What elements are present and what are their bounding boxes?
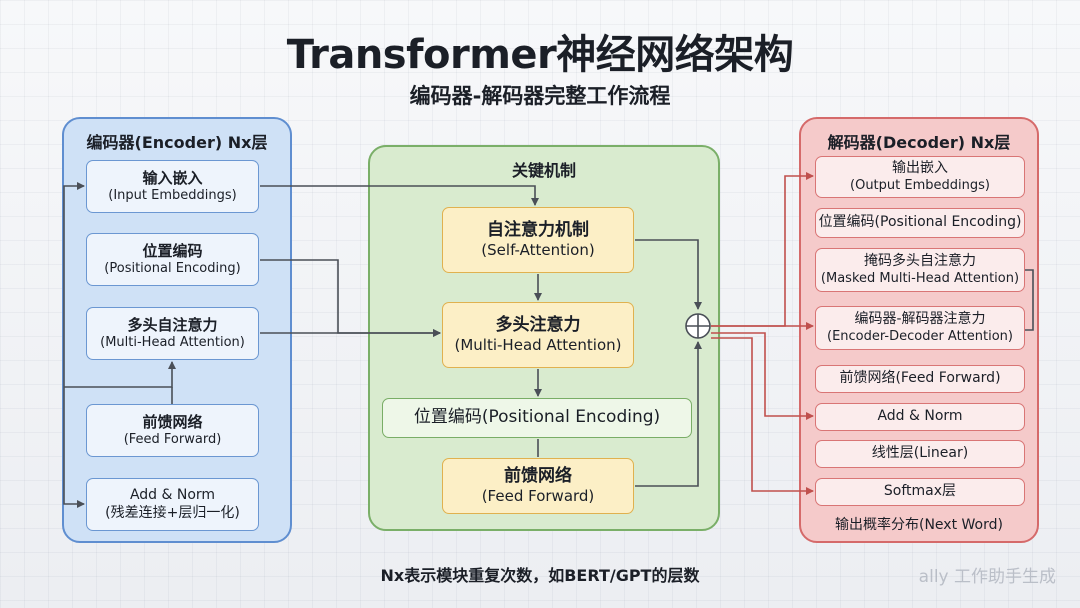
- page-title: Transformer神经网络架构: [286, 32, 794, 78]
- decoder-feed-forward[interactable]: 前馈网络(Feed Forward): [815, 365, 1025, 393]
- decoder-linear-label: 线性层(Linear): [871, 445, 969, 462]
- key-positional-encoding-label: 位置编码(Positional Encoding): [413, 407, 661, 428]
- self-to-sum-line: [635, 239, 702, 310]
- input-to-self-attention: [260, 185, 539, 206]
- encoder-feed-forward-sub: (Feed Forward): [123, 431, 222, 447]
- sum-to-output-embeddings: [711, 172, 814, 327]
- decoder-enc-dec-attention-label: 编码器-解码器注意力: [854, 311, 986, 328]
- decoder-positional-encoding[interactable]: 位置编码(Positional Encoding): [815, 208, 1025, 238]
- key-feed-forward-label: 前馈网络: [504, 466, 572, 486]
- decoder-output-embeddings-label: 输出嵌入: [892, 160, 948, 177]
- sum-to-softmax: [711, 337, 814, 495]
- decoder-add-norm-label: Add & Norm: [877, 408, 963, 425]
- encoder-input-embeddings-label: 输入嵌入: [142, 169, 203, 187]
- encoder-title: 编码器(Encoder) Nx层: [86, 133, 268, 152]
- sum-to-add-norm: [711, 332, 814, 420]
- decoder-add-norm[interactable]: Add & Norm: [815, 403, 1025, 431]
- encoder-multi-head-attention-label: 多头自注意力: [127, 316, 218, 334]
- key-self-attention[interactable]: 自注意力机制 (Self-Attention): [442, 207, 634, 273]
- decoder-output-distribution: 输出概率分布(Next Word): [835, 517, 1003, 533]
- encoder-feed-forward[interactable]: 前馈网络 (Feed Forward): [86, 404, 259, 457]
- decoder-positional-encoding-label: 位置编码(Positional Encoding): [818, 214, 1022, 231]
- key-multi-head-attention-sub: (Multi-Head Attention): [454, 336, 622, 355]
- encoder-input-embeddings[interactable]: 输入嵌入 (Input Embeddings): [86, 160, 259, 213]
- ff-to-sum-line: [635, 341, 702, 487]
- encoder-multi-head-attention[interactable]: 多头自注意力 (Multi-Head Attention): [86, 307, 259, 360]
- key-mechanism-title: 关键机制: [511, 161, 576, 180]
- page-subtitle: 编码器-解码器完整工作流程: [409, 84, 671, 108]
- encoder-input-embeddings-sub: (Input Embeddings): [108, 187, 237, 203]
- decoder-linear[interactable]: 线性层(Linear): [815, 440, 1025, 468]
- encoder-skip-line-2: [63, 387, 85, 508]
- encoder-add-norm[interactable]: Add & Norm (残差连接+层归一化): [86, 478, 259, 531]
- positional-to-multihead: [260, 259, 441, 337]
- decoder-title: 解码器(Decoder) Nx层: [827, 133, 1011, 152]
- decoder-enc-dec-attention[interactable]: 编码器-解码器注意力 (Encoder-Decoder Attention): [815, 306, 1025, 350]
- watermark: ally 工作助手生成: [918, 567, 1056, 587]
- encoder-add-norm-sub: (残差连接+层归一化): [105, 504, 240, 521]
- decoder-output-embeddings-sub: (Output Embeddings): [850, 177, 990, 193]
- key-self-attention-label: 自注意力机制: [487, 220, 589, 240]
- encoder-multi-head-attention-sub: (Multi-Head Attention): [100, 334, 245, 350]
- encoder-positional-encoding[interactable]: 位置编码 (Positional Encoding): [86, 233, 259, 286]
- key-feed-forward-sub: (Feed Forward): [481, 487, 595, 506]
- encoder-positional-encoding-label: 位置编码: [142, 242, 203, 260]
- encoder-skip-line: [63, 182, 85, 387]
- decoder-masked-loop: [1025, 269, 1034, 331]
- encoder-positional-encoding-sub: (Positional Encoding): [104, 260, 241, 276]
- decoder-feed-forward-label: 前馈网络(Feed Forward): [839, 370, 1001, 387]
- footnote: Nx表示模块重复次数，如BERT/GPT的层数: [380, 566, 700, 585]
- encoder-add-norm-label: Add & Norm: [129, 487, 216, 503]
- decoder-softmax-label: Softmax层: [883, 483, 957, 500]
- encoder-ff-to-attn: [64, 361, 176, 388]
- sum-node: [685, 313, 711, 339]
- encoder-feed-forward-label: 前馈网络: [142, 413, 203, 431]
- key-multi-head-attention[interactable]: 多头注意力 (Multi-Head Attention): [442, 302, 634, 368]
- decoder-softmax[interactable]: Softmax层: [815, 478, 1025, 506]
- decoder-masked-attention[interactable]: 掩码多头自注意力 (Masked Multi-Head Attention): [815, 248, 1025, 292]
- key-multi-head-attention-label: 多头注意力: [495, 315, 581, 335]
- decoder-enc-dec-attention-sub: (Encoder-Decoder Attention): [827, 328, 1013, 344]
- decoder-masked-attention-sub: (Masked Multi-Head Attention): [820, 270, 1020, 286]
- key-positional-encoding[interactable]: 位置编码(Positional Encoding): [382, 398, 692, 438]
- decoder-output-embeddings[interactable]: 输出嵌入 (Output Embeddings): [815, 156, 1025, 198]
- key-self-attention-sub: (Self-Attention): [481, 241, 595, 260]
- decoder-masked-attention-label: 掩码多头自注意力: [864, 253, 976, 270]
- key-feed-forward[interactable]: 前馈网络 (Feed Forward): [442, 458, 634, 514]
